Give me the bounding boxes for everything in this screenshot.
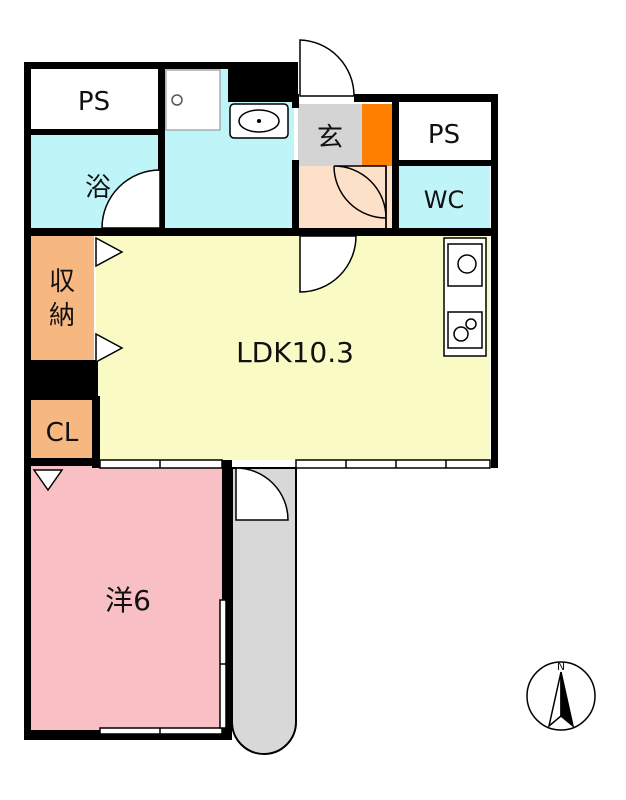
- stove-burner-icon: [465, 318, 477, 330]
- ldk-room: [96, 236, 490, 460]
- wc-room: [398, 166, 490, 230]
- sink-icon: [229, 103, 289, 139]
- drain-icon: [171, 94, 183, 106]
- entrance-step: [298, 104, 362, 166]
- entrance-floor: [298, 166, 394, 230]
- ps-left-room: [30, 68, 160, 130]
- label-ps-right: PS: [428, 120, 460, 150]
- label-wc: WC: [424, 186, 465, 214]
- doors: [101, 39, 387, 521]
- stove-burner-icon: [453, 326, 469, 342]
- door-markers: [32, 236, 124, 492]
- kitchen-counter: [443, 237, 487, 357]
- walls: [24, 62, 498, 740]
- balcony: [231, 467, 297, 755]
- label-bath: 浴: [85, 173, 111, 203]
- label-ps-left: PS: [78, 87, 110, 117]
- compass-icon: N: [526, 660, 596, 731]
- label-storage-line1: 収: [49, 267, 75, 297]
- label-closet: CL: [46, 418, 79, 448]
- compass-north-label: N: [557, 660, 565, 673]
- western-room: [30, 466, 222, 730]
- ps-right-room: [398, 100, 490, 162]
- label-entrance: 玄: [317, 123, 343, 153]
- storage-room: [30, 236, 94, 360]
- closet-room: [30, 400, 94, 458]
- label-ldk: LDK10.3: [236, 336, 354, 369]
- kitchen-sink-icon: [457, 254, 477, 274]
- label-western-room: 洋6: [105, 584, 151, 617]
- label-storage-line2: 納: [49, 301, 75, 331]
- washing-machine-pan: [165, 69, 221, 131]
- windows: [99, 459, 491, 735]
- shoe-box: [362, 104, 392, 166]
